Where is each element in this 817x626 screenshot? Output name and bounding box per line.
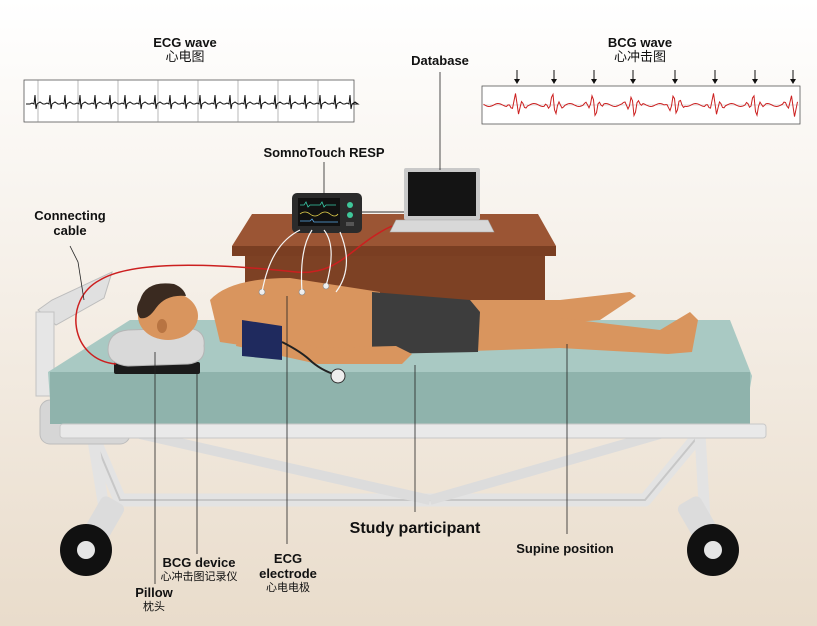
monitor-device-icon	[292, 193, 362, 233]
shorts	[372, 292, 480, 354]
pillow-text: Pillow	[135, 585, 173, 600]
arrow-head	[591, 79, 597, 84]
bcg-trace	[483, 92, 798, 118]
supine-position-label: Supine position	[505, 541, 625, 557]
somnotouch-label: SomnoTouch RESP	[254, 145, 394, 161]
ecg-trace	[26, 94, 360, 110]
ecg-wave-strip	[23, 79, 360, 123]
supine-position-text: Supine position	[516, 541, 614, 556]
ecg-leads	[261, 229, 347, 293]
bcg-wave-strip	[481, 70, 801, 125]
bcg-wave-title-zh: 心冲击图	[613, 49, 666, 65]
study-participant-text: Study participant	[349, 520, 481, 537]
database-label: Database	[395, 53, 485, 69]
ecg-electrode-label: ECG electrode 心电电极	[250, 551, 326, 595]
arrow-head	[551, 79, 557, 84]
bcg-wave-label: BCG wave 心冲击图	[585, 35, 695, 66]
ecg-wave-label: ECG wave 心电图	[130, 35, 240, 66]
bcg-device-text: BCG device	[162, 555, 236, 570]
leader-lines	[69, 72, 568, 584]
participant	[137, 278, 698, 384]
arrow-head	[712, 79, 718, 84]
ecg-electrode-text-1: ECG	[273, 551, 303, 566]
arrow-head	[514, 79, 520, 84]
database-text: Database	[411, 53, 469, 68]
pillow-text-zh: 枕头	[143, 599, 165, 613]
arrow-down-icon	[514, 70, 796, 84]
wheel-left	[60, 496, 125, 576]
connecting-cable	[75, 225, 393, 365]
bp-cuff	[242, 320, 282, 360]
ecg-electrode-text-2: electrode	[259, 565, 317, 581]
arrow-head	[752, 79, 758, 84]
arrow-head	[790, 79, 796, 84]
arrow-head	[630, 79, 636, 84]
bcg-device-label: BCG device 心冲击图记录仪	[152, 555, 246, 584]
wheel-right	[677, 496, 739, 576]
arrow-head	[672, 79, 678, 84]
ecg-wave-title: ECG wave	[153, 35, 217, 50]
ecg-wave-title-zh: 心电图	[165, 49, 205, 65]
bcg-wave-title: BCG wave	[607, 35, 673, 50]
pillow-label: Pillow 枕头	[122, 585, 186, 614]
laptop-icon	[389, 168, 495, 233]
bcg-device-text-zh: 心冲击图记录仪	[160, 569, 238, 583]
bed-frame	[60, 429, 739, 576]
somnotouch-text: SomnoTouch RESP	[263, 145, 385, 160]
connecting-cable-text-1: Connecting	[34, 208, 106, 223]
ecg-electrode-text-zh: 心电电极	[266, 580, 310, 594]
study-participant-label: Study participant	[335, 520, 495, 538]
connecting-cable-text-2: cable	[53, 222, 87, 238]
connecting-cable-label: Connecting cable	[22, 208, 118, 239]
